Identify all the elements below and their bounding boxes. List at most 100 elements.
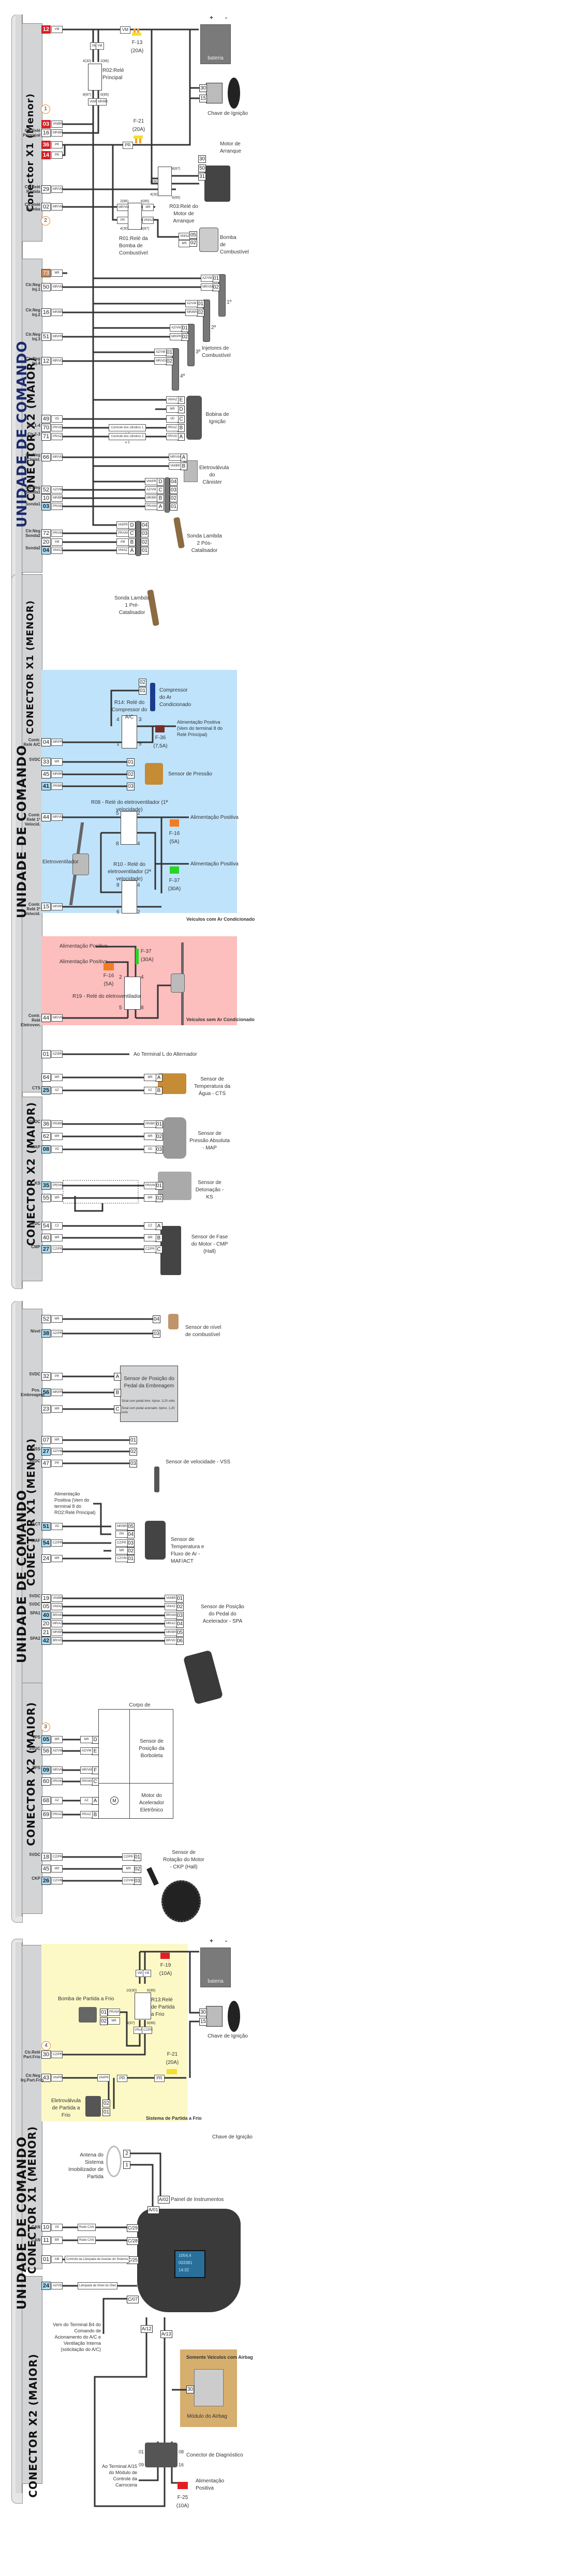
antenna-label: Antena do Sistema Imobilizador de Partid… [68,2152,103,2180]
pin-function-label: Ctr.Relé Bomba [24,202,40,212]
injector-1-term-2: 02 [212,283,220,291]
pin-function-label: CMP [31,1245,40,1249]
battery-2-label: bateria [208,1979,224,1984]
wire-can [58,2226,137,2287]
ecu-pin-33: 33 [41,758,51,766]
pressure-term-03: 03 [127,783,135,790]
cluster-term: C/29 [127,2224,139,2232]
map-03-terminal: 03 [155,1146,164,1154]
relay-r13-name: R13:Relé de Partida a Frio [151,1997,175,2017]
vss-1-terminal: 02 [129,1448,138,1456]
ecu-pin-27: 27 [41,1245,51,1253]
wire-tag-f21-2b: PR [154,2075,165,2082]
relay-r08-t4: 4 [137,841,140,847]
spa-4-terminal: 05 [176,1629,184,1637]
canister-label: Eletroválvula do Cânister [199,465,229,485]
wire-color-tag: AZ/PR [51,1330,63,1337]
clutch-label: Sensor de Posição do Pedal da Embreagem [124,1376,174,1389]
ks-01-wire-tag: PR/VM [144,1182,156,1189]
injector-4-order: 4º [180,373,185,379]
coil-4-terminal: A [177,433,185,441]
relay-r14-name: R14: Relé do Compressor do A/C [111,700,147,720]
relay-r14 [122,715,137,748]
wire-color-tag: PR [51,141,63,148]
wire-cold-ign [189,1952,199,2078]
fuse-f37-noac-rating: (30A) [141,957,154,963]
pin-function-label: CTS [32,1086,40,1090]
antenna-term-1: 1 [123,2161,130,2169]
pin-function-label: TPS [32,1765,40,1770]
ecu-connector-x1-menor-3 [22,1309,42,1700]
ecu-pin-30: 30 [41,2050,51,2059]
cluster-term: A/13 [160,2330,172,2338]
relay-r01-t3: 4(30) [120,227,129,231]
ecu-pin-29: 29 [41,185,51,193]
relay-r01-t2: 6(85) [141,200,150,203]
ecu-pin-03: 03 [41,120,51,128]
map-01-terminal: 01 [155,1120,164,1128]
battery-minus: - [225,14,227,21]
coil-1-wire-tag: MR [166,406,179,413]
coil-0-wire-tag: VM/AZ [166,396,179,403]
wire-tag-r13-w2: VM [143,1970,151,1977]
fuse-f37-ac [170,866,179,874]
clutch-note-2: Sinal com pedal acionado: Aprox. 1,20 vo… [122,1407,175,1414]
clutch-1-terminal: B [114,1389,121,1397]
cluster-term: C/25 [127,2256,139,2264]
wire-color-tag: PR [51,1373,63,1380]
fuse-f19-rating: (10A) [159,1971,172,1976]
wire-color-tag: VM [51,26,63,33]
ecu-pin-45: 45 [41,1865,51,1873]
ecu-pin-10: 10 [41,2223,51,2231]
wire-color-tag: VM/AZ [51,547,63,554]
ecu-pin-55: 55 [41,1194,51,1202]
wire-color-tag: PR/VM [51,530,63,537]
wire-ign [190,87,199,99]
ecu-pin-72: 72 [41,529,51,537]
ecu-connector-x2-maior-3 [22,1683,42,1914]
injector-4-wire-2: MR/VD [154,357,167,365]
lambda1-num: 01 [141,547,149,555]
wire-cts [58,1076,155,1091]
cts-A-wire-tag: MR [144,1074,156,1081]
ecu-pin-38: 38 [41,1329,51,1338]
ecu-pin-62: 62 [41,1132,51,1141]
wire-color-tag: MR [51,1555,63,1562]
lambda1-wire: PR/VM [116,530,129,537]
fan-noac-icon [171,942,191,1025]
spa-4-wire-tag: MR/BR [165,1629,177,1636]
ignition-term-15: 15 [199,95,208,102]
wire-color-tag: CZ/PR [51,2051,63,2058]
relay-r10-t8: 8 [116,882,120,888]
pin-function-label: 5VDC [29,1746,40,1751]
wire-color-tag: BR/VD [51,1637,63,1644]
cluster-term: C/07 [127,2296,139,2303]
wire-ckp [58,1856,135,1882]
clutch-0-terminal: A [114,1373,121,1381]
cold-pump-wire-01: PR/AM [108,2009,120,2016]
fuse-f16-ac-name: F-16 [169,831,180,836]
pin-function-label: Ctr.Neg Cânist. [25,453,40,462]
throttle-4-terminal: A [92,1797,99,1805]
airbag-label: Módulo do Airbag [187,2414,227,2419]
ecu-pin-01: 01 [41,2255,51,2264]
cluster-label: Painel de Instrumentos [171,2197,224,2203]
fuse-f37-noac [136,949,139,964]
wire-color-tag: MR/VM [51,203,63,211]
ecu-pin-04: 04 [41,546,51,555]
compressor-term-02: 02 [139,679,147,686]
spa-label: Sensor de Posição do Pedal do Acelerador… [201,1604,244,1624]
ks-sensor [158,1172,191,1200]
fuel-pump [199,228,218,252]
wire-color-tag: BR/AM [51,1612,63,1619]
maf-feed-label: Alimentação Positiva (Vem do terminal 8 … [54,1491,96,1515]
fuse-f37-noac-name: F-37 [141,949,152,954]
ecu-pin-24: 24 [41,2282,51,2290]
coil-2-wire-tag: VD [166,415,179,423]
relay-r03-t2: 2(86) [150,180,159,184]
ecu-pin-16: 16 [41,308,51,317]
relay-r01-t4: 8(87) [141,227,150,231]
ignition-2-term-30: 30 [199,2009,208,2016]
cmp-label: Sensor de Fase do Motor - CMP (Hall) [191,1234,228,1254]
